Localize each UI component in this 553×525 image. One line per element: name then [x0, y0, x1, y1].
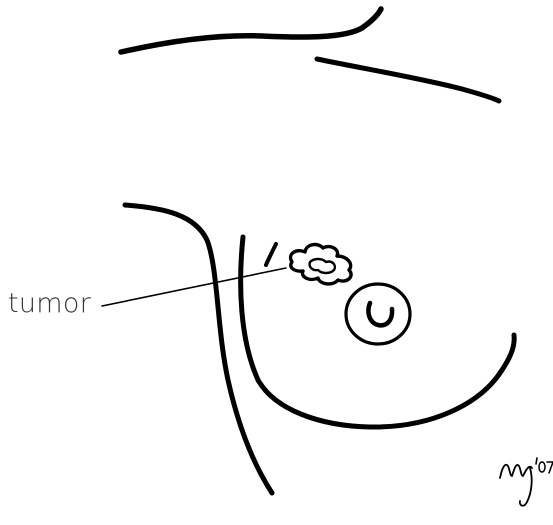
nipple: [368, 303, 392, 325]
artist-signature: [500, 458, 553, 506]
signature-zero: [539, 462, 545, 472]
collarbone-line: [121, 9, 381, 52]
tumor-label: tumor: [8, 290, 91, 317]
tumor-inner-contour: [310, 259, 335, 273]
shoulder-line: [317, 59, 499, 101]
signature-seven: [547, 462, 553, 473]
tumor-leader-line: [102, 268, 286, 306]
signature-apostrophe: [536, 458, 537, 464]
breast-outline: [241, 237, 515, 427]
side-tick: [266, 244, 276, 265]
tumor-shape: [291, 245, 352, 284]
areola-circle: [346, 284, 410, 344]
signature-m-stroke: [500, 465, 532, 478]
